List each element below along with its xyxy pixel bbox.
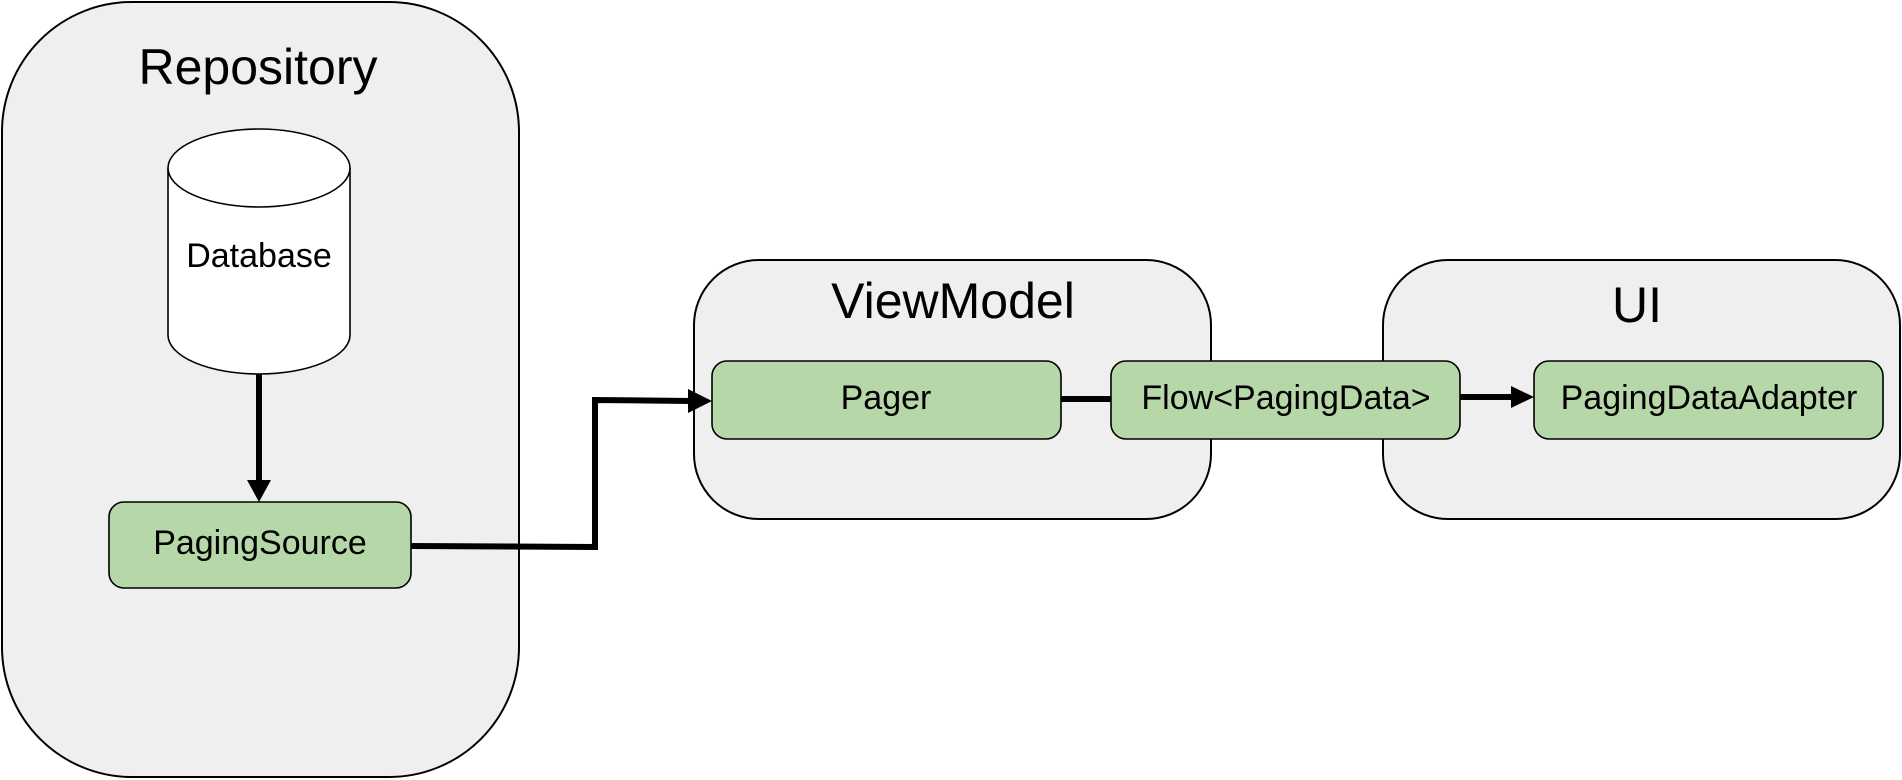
database-node: Database [167, 128, 351, 375]
edge-pagingsource-to-pager [410, 396, 693, 551]
flow-box [1110, 360, 1461, 440]
flow-node: Flow<PagingData> [1110, 360, 1461, 440]
pagingsource-node: PagingSource [108, 501, 412, 589]
flow-label: Flow<PagingData> [1141, 379, 1430, 417]
pager-node: Pager [711, 360, 1062, 440]
pager-box [711, 360, 1062, 440]
viewmodel-title: ViewModel [831, 273, 1075, 329]
database-label: Database [186, 237, 332, 275]
adapter-node: PagingDataAdapter [1533, 360, 1884, 440]
adapter-box [1533, 360, 1884, 440]
repository-title: Repository [139, 39, 378, 95]
arrow-head-adapter [1511, 386, 1534, 408]
pagingsource-box [108, 501, 412, 589]
arrow-head-pagingsource [247, 480, 271, 502]
ui-title: UI [1612, 277, 1662, 333]
edges [247, 374, 1534, 551]
pager-label: Pager [841, 379, 932, 417]
pagingsource-label: PagingSource [153, 524, 367, 562]
database-cylinder-top [167, 128, 351, 208]
adapter-label: PagingDataAdapter [1561, 379, 1858, 417]
arrow-head-pager [688, 389, 712, 413]
